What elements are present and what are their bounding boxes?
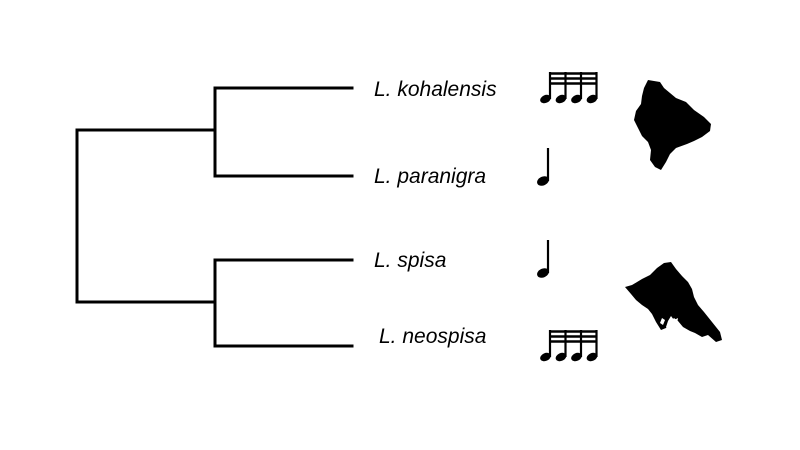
single-quarter-note-icon — [537, 240, 550, 278]
big-island-silhouette-icon — [634, 80, 711, 170]
tree — [75, 86, 354, 348]
fast-trill-note-icon — [540, 72, 598, 104]
oahu-bay-cutout — [660, 316, 678, 331]
taxon-label-neospisa: L. neospisa — [379, 325, 486, 348]
single-quarter-note-icon — [537, 148, 550, 186]
taxon-label-spisa: L. spisa — [374, 249, 446, 272]
taxon-label-paranigra: L. paranigra — [374, 165, 486, 188]
taxon-label-kohalensis: L. kohalensis — [374, 78, 497, 101]
taxon-labels: L. kohalensis L. paranigra L. spisa L. n… — [374, 78, 497, 348]
fast-trill-note-icon — [540, 330, 598, 362]
oahu-silhouette-icon — [625, 262, 722, 342]
